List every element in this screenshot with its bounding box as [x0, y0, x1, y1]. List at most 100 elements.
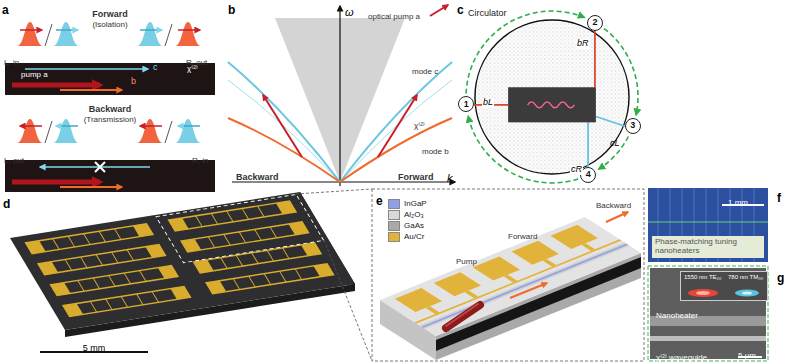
label-box: Backward [236, 166, 279, 184]
legend-row: InGaP [388, 199, 427, 209]
panel-d-chip [63, 286, 190, 316]
panel-d-chip [10, 192, 355, 330]
panel-a-art [165, 121, 172, 143]
panel-a-art [25, 68, 148, 70]
text-label: (Isolation) [92, 21, 127, 30]
panel-b-dispersion [378, 95, 417, 157]
label-box: χ⁽²⁾ [414, 114, 425, 132]
port-circle: 2 [587, 15, 603, 31]
legend-row: GaAs [388, 221, 424, 231]
text-label: Backward [596, 202, 631, 211]
label-box: R, in [192, 149, 208, 167]
caption-box: Phase-matching tuning nanoheaters [652, 236, 764, 258]
panel-a-art [5, 160, 215, 192]
node-text: 780 nm TM₀₀ [728, 274, 763, 281]
label-box: L, out [4, 149, 24, 167]
panel-f-micrograph [648, 188, 768, 262]
label-box: cR [570, 158, 583, 176]
label-box: Backward [89, 98, 132, 116]
panel-e-device [473, 256, 520, 280]
text-label: R, out [186, 59, 207, 68]
label-box: R, out [186, 51, 207, 69]
text-label: cR [570, 165, 583, 175]
panel-d-chip [156, 194, 324, 262]
panel-a-art [20, 29, 42, 31]
panel-a-art [12, 83, 100, 88]
panel-d-chip [296, 189, 372, 194]
panel-e-device [465, 290, 479, 298]
panel-g-sem [650, 336, 766, 341]
legend-swatch [388, 221, 400, 231]
panel-a-art [12, 180, 100, 185]
node-text: pump a [21, 71, 48, 80]
panel-a-art [56, 29, 78, 31]
panel-b-dispersion [228, 5, 455, 186]
text-label: mode c [412, 68, 438, 77]
label-box: Forward [508, 225, 537, 243]
panel-e-device [421, 244, 628, 328]
label-box: Forward [92, 3, 128, 21]
port-circle: 1 [458, 96, 474, 112]
panel-e-device [543, 259, 557, 267]
panel-a-art [56, 125, 78, 127]
label-box: mode c [412, 60, 438, 78]
label-box: Forward [398, 166, 434, 184]
node-text: 1550 nm TE₀₀ [684, 274, 722, 281]
label-box: ω [345, 2, 354, 20]
panel-d-chip [324, 240, 372, 361]
panel-e-device [415, 239, 622, 323]
text-label: mode b [422, 148, 449, 157]
panel-a-art [165, 24, 172, 46]
legend-row: Al₂O₃ [388, 210, 424, 220]
text-label: Nanoheater [656, 312, 698, 321]
legend-text: Al₂O₃ [404, 211, 424, 220]
mode-inset: 1550 nm TE₀₀ 780 nm TM₀₀ [680, 271, 768, 301]
panel-a-art [53, 119, 79, 143]
label-box: a [2, 0, 9, 18]
circulator-circle: Circulator [474, 19, 630, 175]
legend-text: InGaP [404, 200, 427, 209]
text-label: Backward [89, 105, 132, 115]
panel-a-art [40, 166, 150, 168]
text-label: χ⁽²⁾ [414, 122, 425, 131]
panel-a-art [137, 22, 163, 46]
panel-a-art [5, 22, 215, 192]
panel-a-art [53, 22, 79, 46]
panel-e-device [395, 288, 442, 312]
panel-letter: g [777, 272, 784, 285]
label-box: d [3, 194, 10, 212]
text-label: k [447, 172, 453, 184]
label-box: Nanoheater [656, 304, 698, 322]
label-box: mode b [422, 140, 449, 158]
panel-a-art [175, 22, 201, 46]
label-box: cL [610, 132, 620, 150]
port-circle: 3 [625, 118, 641, 134]
label-box: 1 mm [728, 191, 748, 209]
text-label: L, out [4, 157, 24, 166]
panel-e-device [606, 212, 628, 222]
panel-e-device [420, 243, 630, 329]
panel-a-art [95, 162, 105, 172]
label-box: k [447, 168, 453, 186]
text-label: χ⁽²⁾ waveguide [656, 354, 707, 363]
text-label: 5 mm [83, 344, 106, 354]
text-label: bL [482, 98, 494, 108]
panel-b-dispersion [228, 62, 340, 182]
panel-e-device [434, 272, 481, 296]
label-box: bL [482, 91, 494, 109]
panel-d-chip [10, 192, 355, 330]
panel-b-dispersion [340, 62, 452, 182]
panel-letter: d [3, 198, 10, 211]
port-number: 2 [592, 18, 597, 28]
panel-letter: a [2, 4, 9, 17]
port-number: 3 [630, 121, 635, 131]
text-label: R, in [192, 157, 208, 166]
label-box: optical pump a [368, 5, 420, 23]
panel-letter: b [228, 4, 235, 17]
port-number: 1 [464, 100, 469, 110]
panel-letter: c [457, 4, 464, 17]
panel-a-art [175, 119, 201, 143]
panel-e-device [426, 306, 440, 314]
